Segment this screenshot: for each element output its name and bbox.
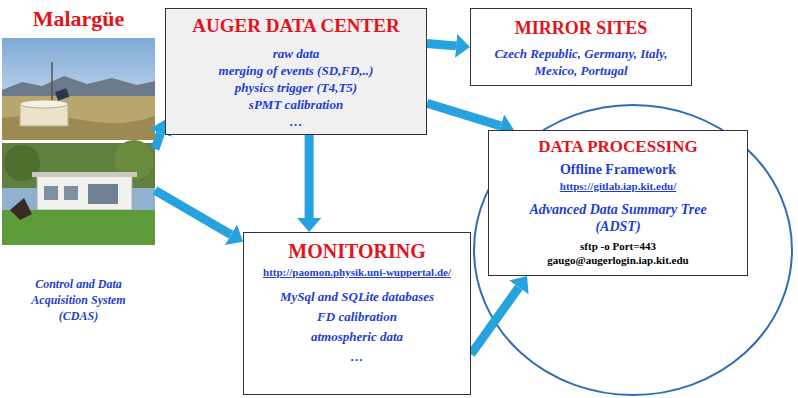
site-photos: [2, 38, 155, 245]
grassland: [2, 96, 155, 140]
site-heading: Malargüe: [2, 6, 155, 32]
window: [44, 186, 58, 200]
antenna-pole: [51, 62, 53, 100]
process-box: MONITORING http://paomon.physik.uni-wuppe…: [243, 232, 471, 395]
sculpture: [10, 198, 32, 220]
url-link: http://paomon.physik.uni-wuppertal.de/: [248, 265, 466, 279]
roof: [32, 172, 137, 177]
sky: [2, 38, 155, 140]
box-heading: MIRROR SITES: [477, 17, 685, 39]
task-item: MySql and SQLite databases: [248, 287, 466, 307]
building: [37, 176, 132, 210]
window: [64, 186, 78, 200]
flow-arrow: [427, 44, 456, 46]
tank-lid: [20, 100, 68, 108]
login-address: gaugo@augerlogin.iap.kit.edu: [495, 253, 741, 267]
process-box: AUGER DATA CENTER raw datamerging of even…: [165, 8, 427, 135]
tool-name: Advanced Data Summary Tree (ADST): [511, 201, 726, 235]
window: [88, 184, 118, 204]
task-item: raw data: [172, 45, 420, 62]
task-item: atmospheric data: [248, 327, 466, 347]
tool-name: Offline Framework: [495, 161, 741, 179]
flow-arrow: [155, 190, 231, 234]
task-item: …: [172, 113, 420, 130]
site-panel: MalargüeControl and Data Acquisition Sys…: [2, 6, 155, 324]
flow-arrow: [471, 287, 519, 354]
site-list: Czech Republic, Germany, Italy, Mexico, …: [477, 45, 685, 79]
flow-arrow: [155, 133, 160, 149]
flow-arrow: [305, 135, 314, 218]
task-item: …: [248, 347, 466, 367]
mountains: [2, 76, 155, 98]
flow-arrow: [427, 103, 501, 126]
process-box: MIRROR SITES Czech Republic, Germany, Ita…: [470, 8, 692, 86]
task-item: merging of events (SD,FD,..): [172, 62, 420, 79]
url-link: https://gitlab.iap.kit.edu/: [495, 179, 741, 193]
command-text: sftp -o Port=443: [495, 239, 741, 253]
box-heading: MONITORING: [248, 239, 466, 263]
scope-ellipse: [474, 105, 792, 395]
task-item: sPMT calibration: [172, 96, 420, 113]
solar-panel: [55, 88, 69, 101]
site-caption: Control and Data Acquisition System (CDA…: [2, 276, 155, 324]
task-item: FD calibration: [248, 307, 466, 327]
process-box: DATA PROCESSING Offline Frameworkhttps://…: [488, 130, 748, 276]
box-heading: AUGER DATA CENTER: [172, 15, 420, 37]
box-heading: DATA PROCESSING: [495, 137, 741, 157]
task-item: physics trigger (T4,T5): [172, 79, 420, 96]
